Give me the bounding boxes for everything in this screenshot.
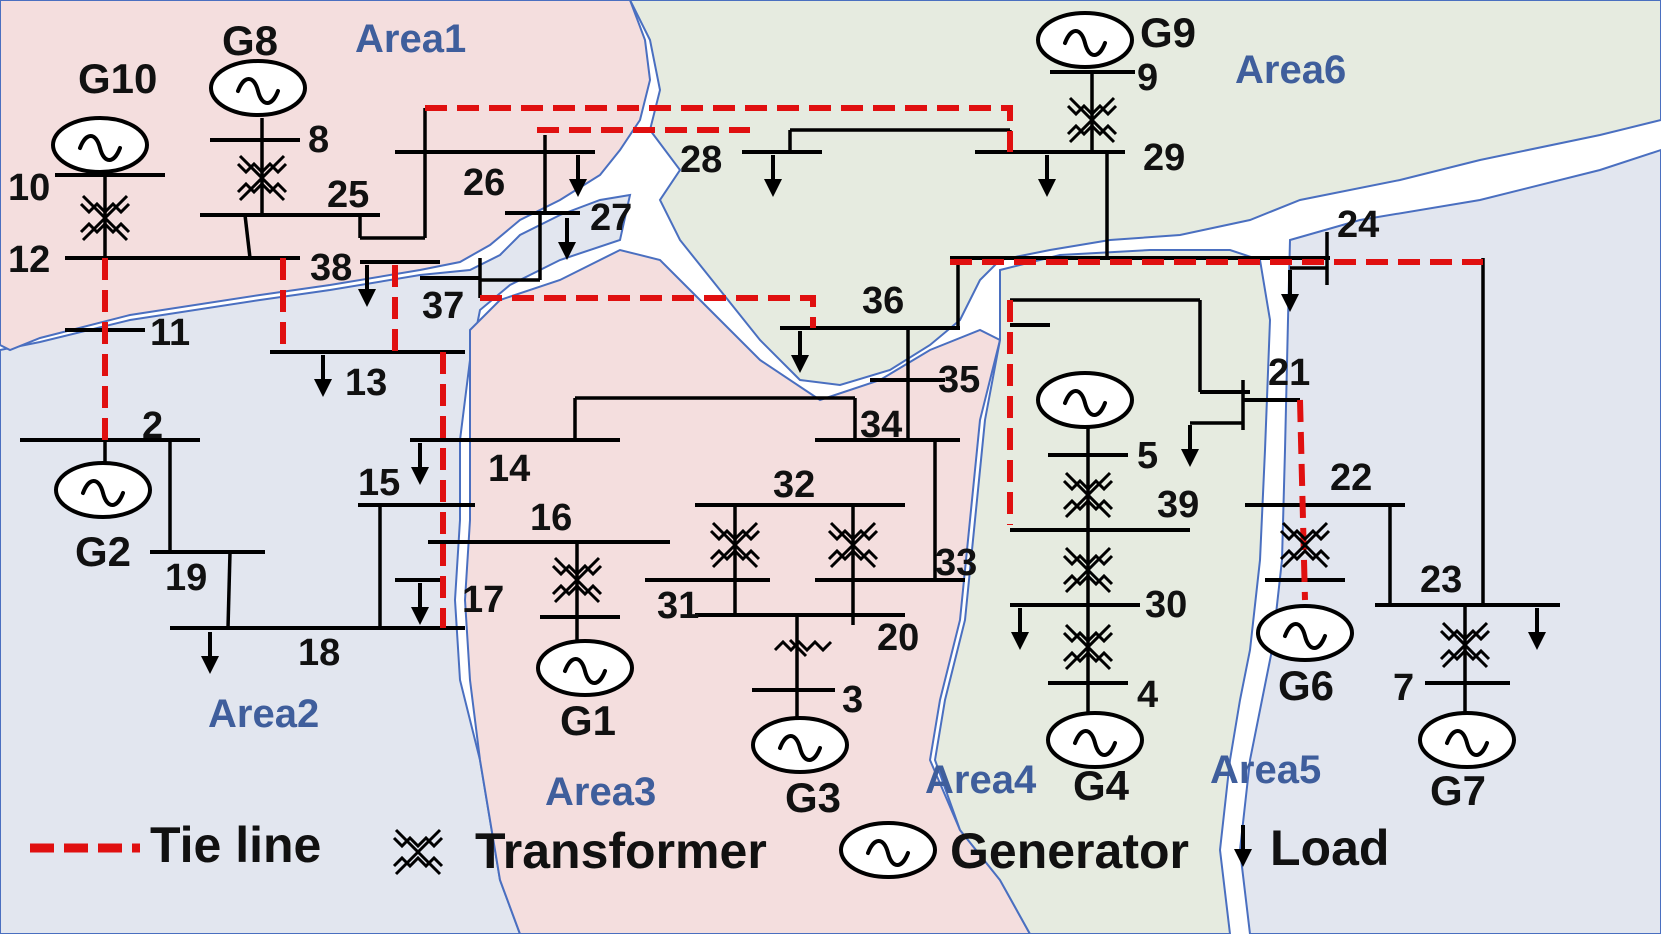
tie-line-25-29 <box>425 105 1013 152</box>
bus-label-13: 13 <box>345 362 387 404</box>
area2-label: Area2 <box>208 692 319 736</box>
legend-generator-label: Generator <box>950 823 1189 879</box>
area2-region <box>0 193 632 934</box>
generator-icon <box>51 116 149 174</box>
gen-label-g3: G3 <box>785 774 841 821</box>
bus-label-22: 22 <box>1330 457 1372 499</box>
generator-icon <box>209 59 307 117</box>
generator-icon <box>1418 711 1516 769</box>
area4-label: Area4 <box>925 758 1037 802</box>
generator-icon <box>1046 711 1144 769</box>
bus-label-4: 4 <box>1137 674 1158 716</box>
generators <box>51 11 1516 774</box>
tie-line-37-36 <box>480 295 816 328</box>
bus-label-10: 10 <box>8 167 50 209</box>
tie-line-21-22 <box>1297 399 1308 601</box>
bus-label-18: 18 <box>298 632 340 674</box>
generator-icon <box>751 716 849 774</box>
bus-label-33: 33 <box>935 542 977 584</box>
bus-label-7: 7 <box>1393 667 1414 709</box>
bus-label-24: 24 <box>1337 204 1379 246</box>
bus-label-3: 3 <box>842 679 863 721</box>
bus-label-34: 34 <box>860 404 902 446</box>
transformer-icon <box>773 638 833 658</box>
bus-label-5: 5 <box>1137 435 1158 477</box>
bus-label-2: 2 <box>142 405 163 447</box>
bus-labels: 2 3 4 5 7 8 9 10 11 12 13 14 15 16 17 18… <box>8 57 1462 721</box>
gen-label-g8: G8 <box>222 17 278 64</box>
bus-label-12: 12 <box>8 239 50 281</box>
bus-label-37: 37 <box>422 285 464 327</box>
bus-label-26: 26 <box>463 162 505 204</box>
area6-label: Area6 <box>1235 48 1346 92</box>
legend-load-label: Load <box>1270 820 1389 876</box>
bus-label-36: 36 <box>862 280 904 322</box>
bus-label-38: 38 <box>310 247 352 289</box>
bus-label-30: 30 <box>1145 584 1187 626</box>
bus-label-17: 17 <box>462 579 504 621</box>
tie-lines <box>102 105 1483 628</box>
area-labels: Area1 Area2 Area3 Area4 Area5 Area6 <box>208 17 1346 814</box>
area3-region <box>463 248 1032 934</box>
generator-labels: G1 G2 G3 G4 G6 G7 G8 G9 G10 <box>75 9 1486 821</box>
bus-label-39: 39 <box>1157 484 1199 526</box>
gen-label-g6: G6 <box>1278 662 1334 709</box>
area6-region <box>628 0 1661 387</box>
bus-label-11: 11 <box>150 312 190 354</box>
gen-label-g1: G1 <box>560 697 616 744</box>
generator-icon <box>1256 604 1354 662</box>
legend-transformer-label: Transformer <box>475 823 767 879</box>
bus-label-31: 31 <box>657 585 699 627</box>
bus-label-9: 9 <box>1137 57 1158 99</box>
gen-label-g10: G10 <box>78 55 157 102</box>
generator-icon <box>54 461 152 519</box>
bus-label-32: 32 <box>773 464 815 506</box>
bus-label-29: 29 <box>1143 137 1185 179</box>
bus-label-15: 15 <box>358 462 400 504</box>
area5-label: Area5 <box>1210 748 1321 792</box>
gen-label-g7: G7 <box>1430 767 1486 814</box>
gen-label-g2: G2 <box>75 528 131 575</box>
area1-label: Area1 <box>355 17 466 61</box>
bus-label-14: 14 <box>488 448 530 490</box>
generator-icon <box>839 821 937 879</box>
transformers <box>79 96 1491 671</box>
bus-label-20: 20 <box>877 617 919 659</box>
bus-label-19: 19 <box>165 557 207 599</box>
bus-label-35: 35 <box>938 359 980 401</box>
legend-tie-line-label: Tie line <box>150 817 321 873</box>
area3-label: Area3 <box>545 770 656 814</box>
bus-label-27: 27 <box>590 197 632 239</box>
area1-region <box>0 0 652 352</box>
bus-label-16: 16 <box>530 497 572 539</box>
bus-label-25: 25 <box>327 174 369 216</box>
generator-icon <box>1036 11 1134 69</box>
generator-icon <box>536 639 634 697</box>
gen-label-g9: G9 <box>1140 9 1196 56</box>
generator-icon <box>1036 371 1134 429</box>
bus-label-28: 28 <box>680 139 722 181</box>
bus-label-23: 23 <box>1420 559 1462 601</box>
legend: Tie line Transformer Generator Load <box>30 817 1389 879</box>
bus-label-8: 8 <box>308 119 329 161</box>
gen-label-g4: G4 <box>1073 762 1130 809</box>
bus-label-21: 21 <box>1268 352 1310 394</box>
